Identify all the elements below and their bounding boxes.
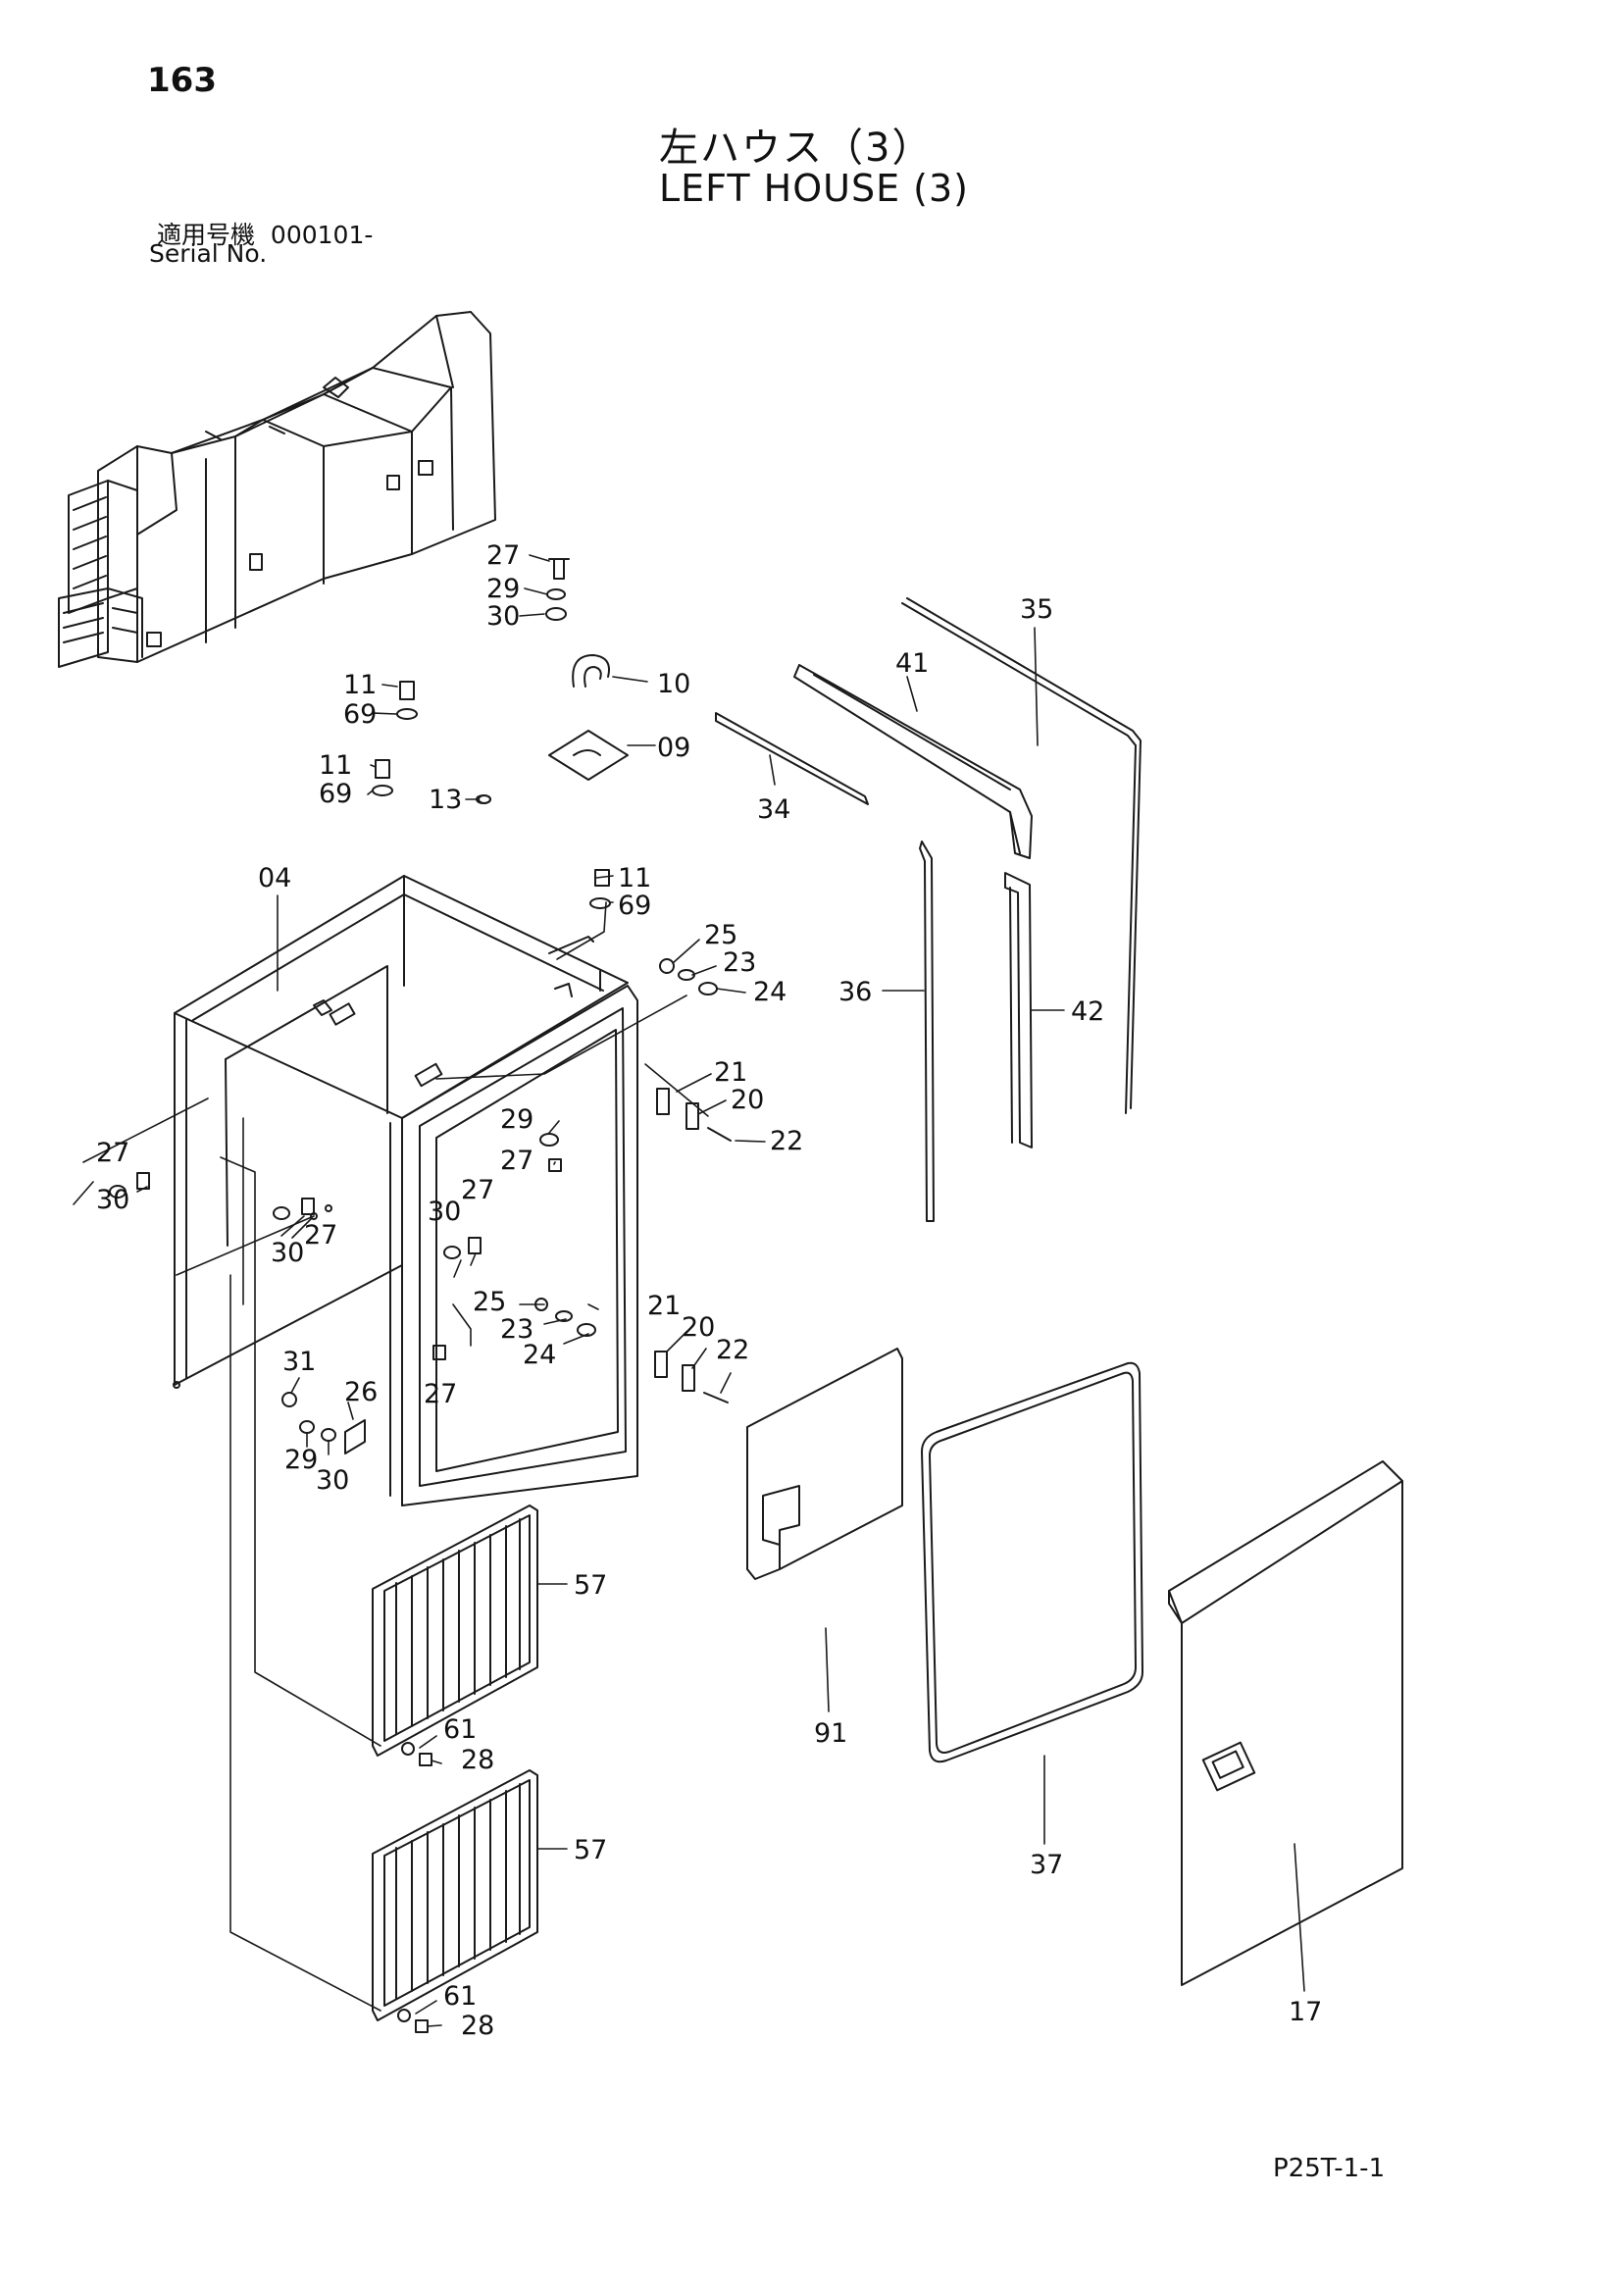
callout-28: 28 <box>461 2011 494 2041</box>
door-17 <box>1168 1460 1403 1986</box>
insulation-91 <box>746 1348 903 1580</box>
callout-23: 23 <box>723 947 756 978</box>
callout-30: 30 <box>271 1238 304 1268</box>
callout-36: 36 <box>838 977 872 1007</box>
callout-91: 91 <box>814 1718 847 1749</box>
grille-57-upper <box>372 1505 538 1757</box>
document-code: P25T-1-1 <box>1273 2154 1386 2183</box>
callout-24: 24 <box>523 1340 556 1370</box>
callout-04: 04 <box>258 863 291 893</box>
callout-29: 29 <box>500 1104 533 1135</box>
callout-41: 41 <box>895 648 929 679</box>
callout-28: 28 <box>461 1745 494 1775</box>
callout-27: 27 <box>486 540 520 571</box>
callout-69: 69 <box>319 779 352 809</box>
callout-29: 29 <box>284 1445 318 1475</box>
callout-30: 30 <box>486 601 520 632</box>
callout-11: 11 <box>343 670 377 700</box>
callout-17: 17 <box>1289 1997 1322 2027</box>
grille-57-lower <box>372 1769 538 2021</box>
callout-21: 21 <box>714 1057 747 1088</box>
callout-30: 30 <box>428 1197 461 1227</box>
page-title-english: LEFT HOUSE (3) <box>659 167 969 210</box>
callout-20: 20 <box>682 1312 715 1343</box>
callout-27: 27 <box>96 1138 129 1168</box>
callout-25: 25 <box>704 920 737 950</box>
rail-41 <box>793 664 1033 859</box>
serial-value: 000101- <box>270 221 374 249</box>
main-house-frame <box>173 875 638 1506</box>
door-seal-37 <box>921 1361 1143 1763</box>
page-number: 163 <box>147 61 217 100</box>
callout-57: 57 <box>574 1835 607 1865</box>
serial-label-japanese: 適用号機 000101- <box>157 216 373 251</box>
callout-23: 23 <box>500 1314 533 1345</box>
callout-31: 31 <box>282 1347 316 1377</box>
seal-34 <box>715 712 869 805</box>
serial-label-jp: 適用号機 <box>157 221 256 249</box>
callout-35: 35 <box>1020 594 1053 625</box>
callout-09: 09 <box>657 733 690 763</box>
callout-57: 57 <box>574 1570 607 1601</box>
callout-11: 11 <box>319 750 352 781</box>
callout-numbers: 27 29 30 10 09 11 69 11 69 13 04 11 69 2… <box>96 540 1322 2041</box>
callout-22: 22 <box>770 1126 803 1156</box>
callout-20: 20 <box>731 1085 764 1115</box>
callout-11: 11 <box>618 863 651 893</box>
callout-37: 37 <box>1030 1850 1063 1880</box>
callout-34: 34 <box>757 794 790 825</box>
callout-69: 69 <box>618 891 651 921</box>
callout-26: 26 <box>344 1377 378 1407</box>
callout-27: 27 <box>500 1146 533 1176</box>
callout-21: 21 <box>647 1291 681 1321</box>
callout-61: 61 <box>443 1981 477 2012</box>
callout-25: 25 <box>473 1287 506 1317</box>
callout-10: 10 <box>657 669 690 699</box>
callout-27: 27 <box>424 1379 457 1409</box>
callout-42: 42 <box>1071 996 1104 1027</box>
callout-30: 30 <box>316 1465 349 1496</box>
leader-lines <box>73 554 1305 2027</box>
page-title-japanese: 左ハウス（3） <box>659 126 934 171</box>
callout-61: 61 <box>443 1714 477 1745</box>
callout-13: 13 <box>429 785 462 815</box>
callout-27: 27 <box>304 1220 337 1250</box>
callout-29: 29 <box>486 574 520 604</box>
seal-35 <box>901 602 1137 1114</box>
serial-label-english: Serial No. <box>149 239 268 268</box>
seal-36 <box>919 841 935 1222</box>
callout-69: 69 <box>343 699 377 730</box>
callout-24: 24 <box>753 977 787 1007</box>
callout-30: 30 <box>96 1185 129 1215</box>
callout-22: 22 <box>716 1335 749 1365</box>
callout-27: 27 <box>461 1175 494 1205</box>
overview-house-illustration <box>58 311 496 668</box>
rail-42 <box>1004 872 1033 1148</box>
